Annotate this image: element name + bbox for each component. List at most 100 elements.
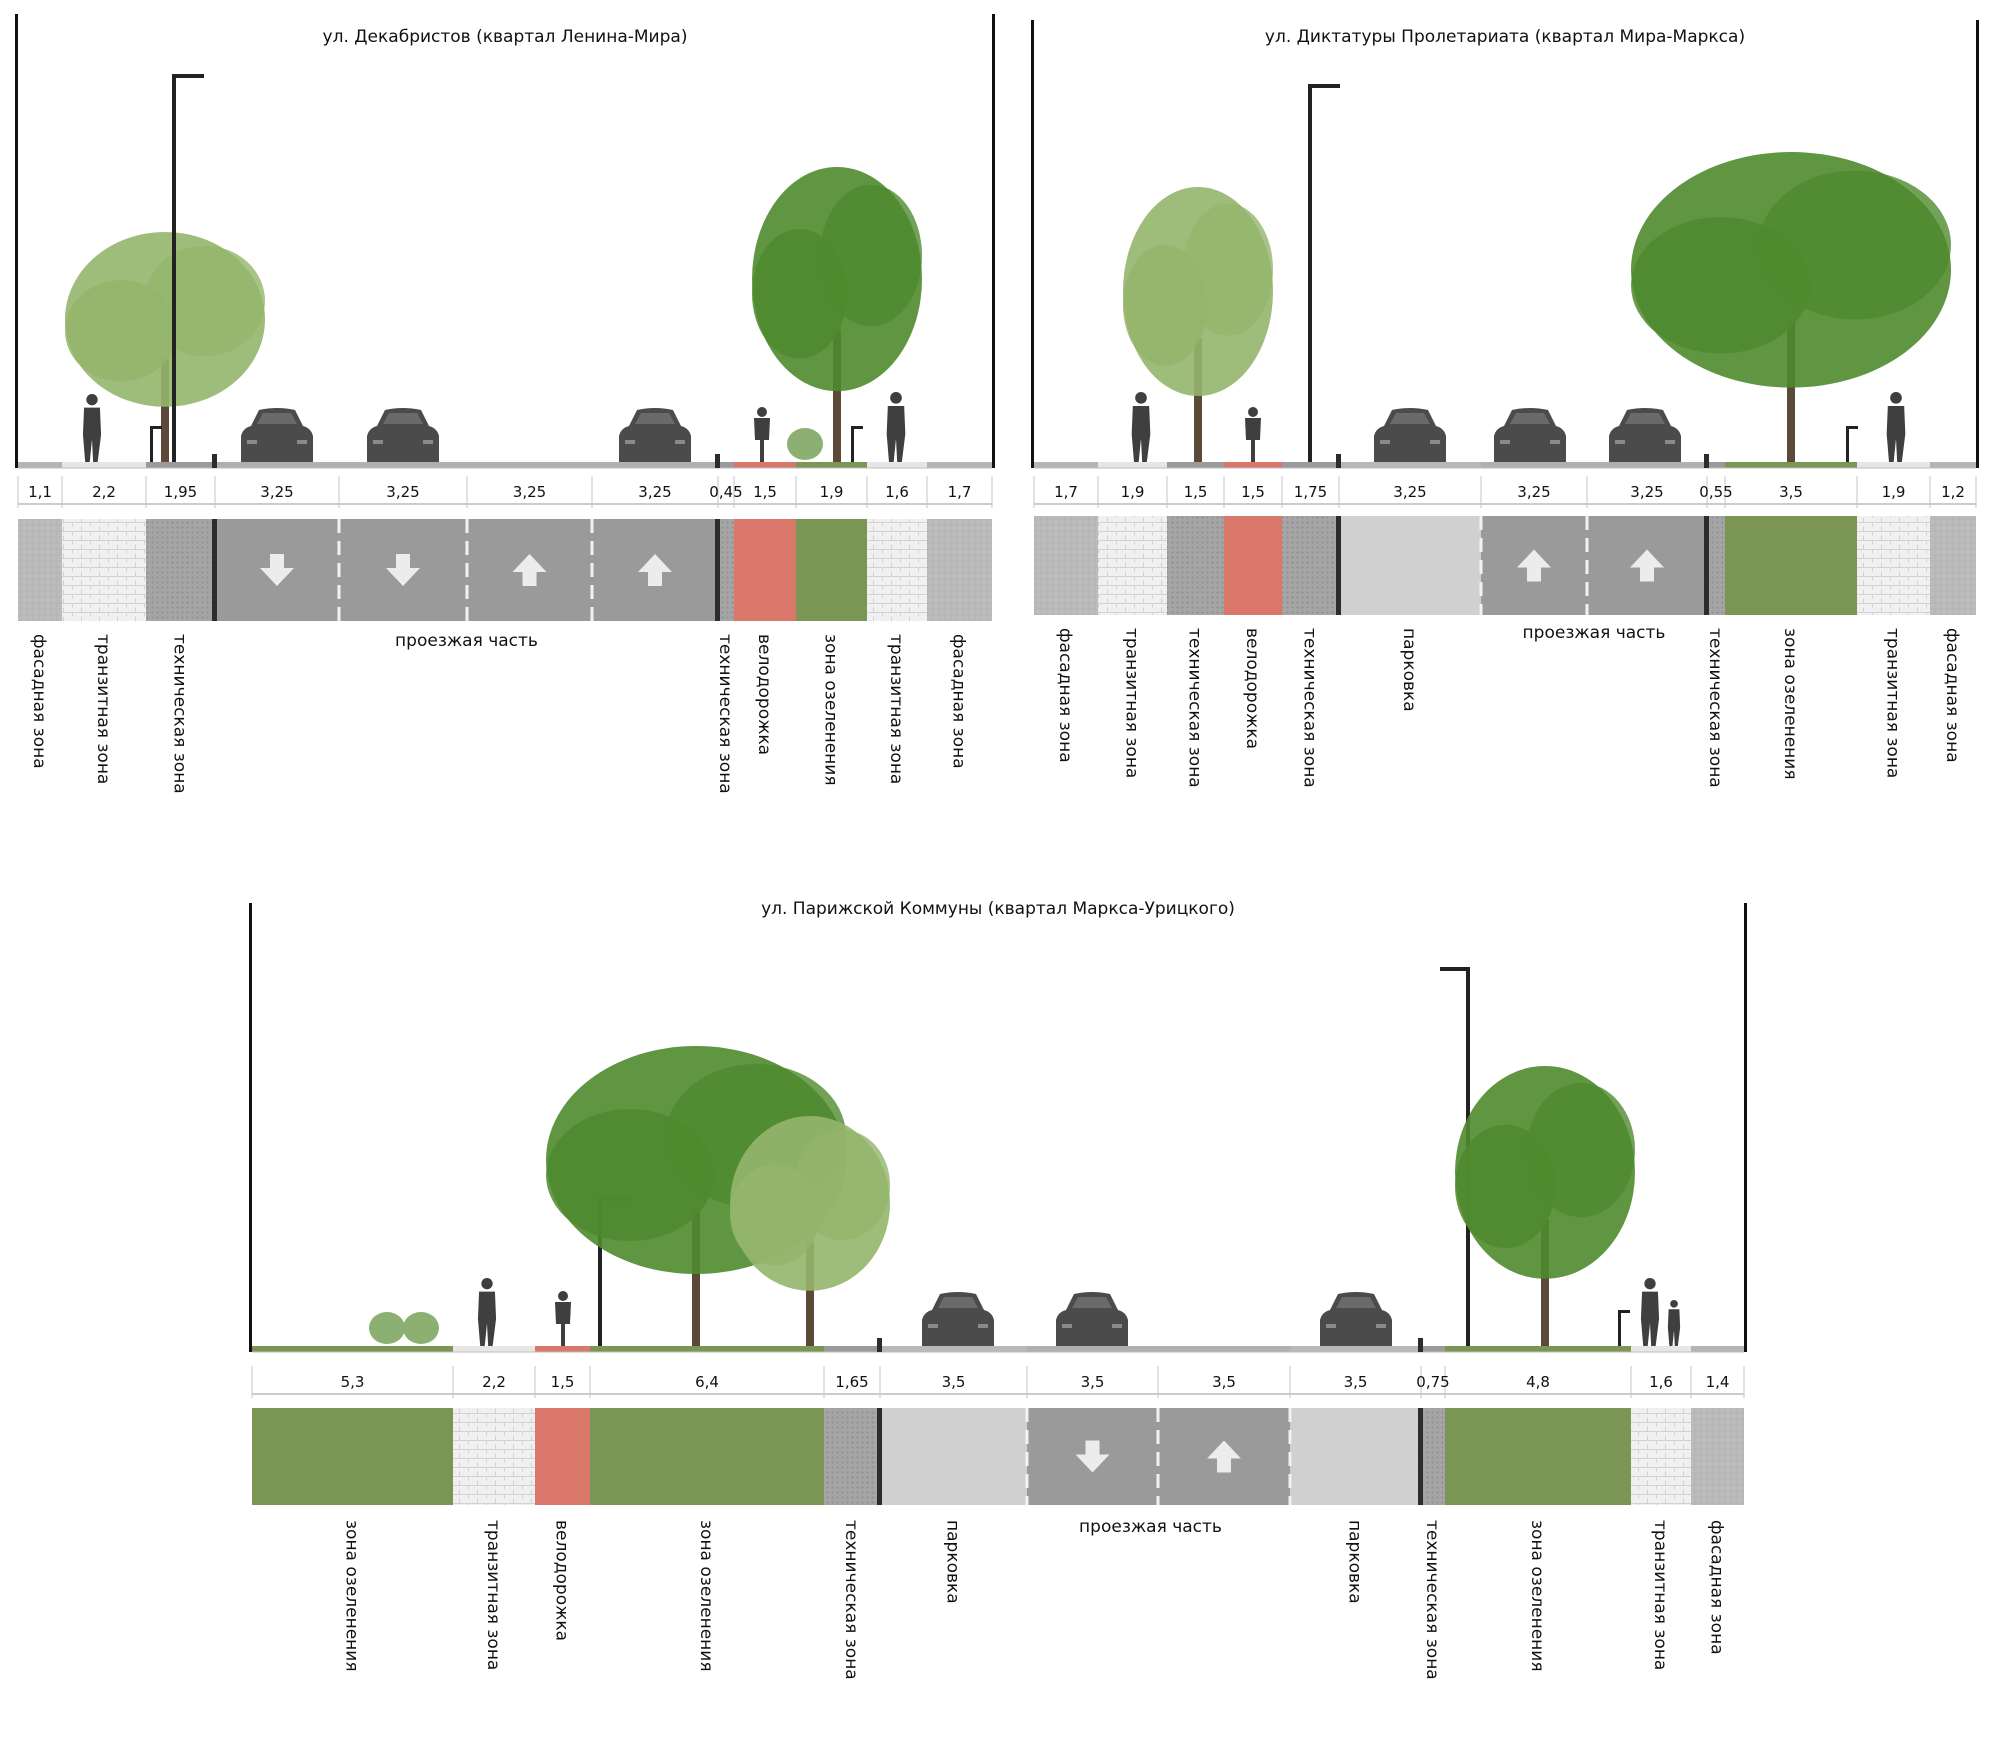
zone-label: велодорожка <box>552 1520 572 1641</box>
curb-line <box>715 519 720 621</box>
building-wall-right <box>1744 903 1747 1352</box>
curb-line <box>212 519 217 621</box>
carriageway-label: проезжая часть <box>1523 623 1666 643</box>
person-body <box>82 407 102 462</box>
lamp-pole <box>1308 84 1312 462</box>
bollard-post <box>1618 1310 1621 1346</box>
person-body <box>1640 1291 1660 1346</box>
building-wall-left <box>1031 20 1034 468</box>
plan-segment-green <box>796 519 867 621</box>
car-light <box>625 440 635 444</box>
car-window <box>1510 413 1550 424</box>
car-window <box>257 413 297 424</box>
person-head <box>890 392 902 404</box>
person-body <box>477 1291 497 1346</box>
pedestrian-icon <box>1640 1278 1660 1346</box>
zone-label: транзитная зона <box>1122 628 1142 778</box>
tree-crown-part <box>820 184 922 327</box>
plan-strip <box>1034 516 1976 615</box>
plan-segment-facade <box>18 519 62 621</box>
section-surface-lane <box>1587 462 1707 468</box>
street-lamp-icon <box>172 74 204 462</box>
zone-label: зона озеленения <box>1780 628 1800 780</box>
dimension-value: 1,1 <box>28 483 52 501</box>
zone-label: техническая зона <box>170 634 190 794</box>
section-surface-tech <box>146 462 215 468</box>
arrow-up-icon <box>1207 1440 1241 1473</box>
tree-crown-part <box>145 245 265 357</box>
lamp-pole <box>172 74 176 462</box>
zone-label: фасадная зона <box>1707 1520 1727 1655</box>
arrow-shape <box>386 554 420 586</box>
dimension-value: 1,5 <box>1184 483 1208 501</box>
person-head <box>86 394 98 406</box>
arrow-shape <box>638 554 672 586</box>
dimension-value: 1,75 <box>1294 483 1327 501</box>
section-surface-tech <box>1707 462 1725 468</box>
dimension-value: 0,75 <box>1416 1373 1449 1391</box>
lamp-arm <box>1310 84 1340 88</box>
curb-section <box>1418 1338 1423 1352</box>
person-head <box>1135 392 1147 404</box>
car-light <box>1380 440 1390 444</box>
tree-icon <box>546 1046 846 1346</box>
plan-segment-transit <box>867 519 927 621</box>
car-window <box>1390 413 1430 424</box>
tree-icon <box>1631 151 1951 462</box>
tree-icon <box>752 167 922 462</box>
curb-line <box>1418 1408 1423 1505</box>
tree-icon <box>1123 187 1273 462</box>
plan-segment-green <box>1445 1408 1631 1505</box>
tree-trunk <box>806 1242 814 1346</box>
arrow-up-icon <box>638 554 672 586</box>
dimension-value: 3,25 <box>1393 483 1426 501</box>
plan-segment-bike <box>535 1408 590 1505</box>
dimension-value: 5,3 <box>341 1373 365 1391</box>
zone-label: транзитная зона <box>483 1520 503 1670</box>
car-light <box>1665 440 1675 444</box>
zone-label: транзитная зона <box>93 634 113 784</box>
zone-label: парковка <box>943 1520 963 1604</box>
dimension-value: 3,5 <box>1344 1373 1368 1391</box>
dimension-value: 1,6 <box>885 483 909 501</box>
zone-label: техническая зона <box>1300 628 1320 788</box>
section-surface-bike <box>734 462 796 468</box>
building-wall-left <box>249 903 252 1352</box>
dimension-value: 2,2 <box>482 1373 506 1391</box>
plan-segment-bike <box>1224 516 1282 615</box>
arrow-shape <box>260 554 294 586</box>
person-body <box>1131 406 1151 462</box>
car-icon <box>619 408 691 462</box>
car-light <box>1112 1324 1122 1328</box>
shrub-crown <box>369 1312 405 1344</box>
plan-segment-parking <box>880 1408 1027 1505</box>
tree-trunk <box>1787 322 1795 462</box>
car-light <box>1550 440 1560 444</box>
car-light <box>423 440 433 444</box>
street-lamp-icon <box>1308 84 1340 462</box>
section-surface-green <box>252 1346 453 1352</box>
scenery <box>1123 84 1951 462</box>
building-wall-right <box>992 14 995 468</box>
scenery <box>369 967 1681 1346</box>
plan-segment-transit <box>453 1408 535 1505</box>
building-wall-left <box>15 14 18 468</box>
curb-section <box>1704 454 1709 468</box>
cyclist-body <box>754 418 770 440</box>
cyclist-wheel <box>1251 440 1255 462</box>
zone-label: фасадная зона <box>949 634 969 769</box>
car-icon <box>1494 408 1566 462</box>
arrow-shape <box>512 554 547 586</box>
cyclist-icon <box>1245 407 1261 462</box>
cyclist-head <box>558 1291 568 1301</box>
dimension-value: 1,4 <box>1706 1373 1730 1391</box>
bollard-icon <box>851 426 863 462</box>
dimension-value: 1,65 <box>835 1373 868 1391</box>
car-light <box>1062 1324 1072 1328</box>
section-title: ул. Декабристов (квартал Ленина-Мира) <box>323 27 688 47</box>
tree-trunk <box>833 329 841 462</box>
tree-crown-part <box>1183 203 1273 336</box>
section-surface-green <box>796 462 867 468</box>
plan-segment-transit <box>1631 1408 1691 1505</box>
